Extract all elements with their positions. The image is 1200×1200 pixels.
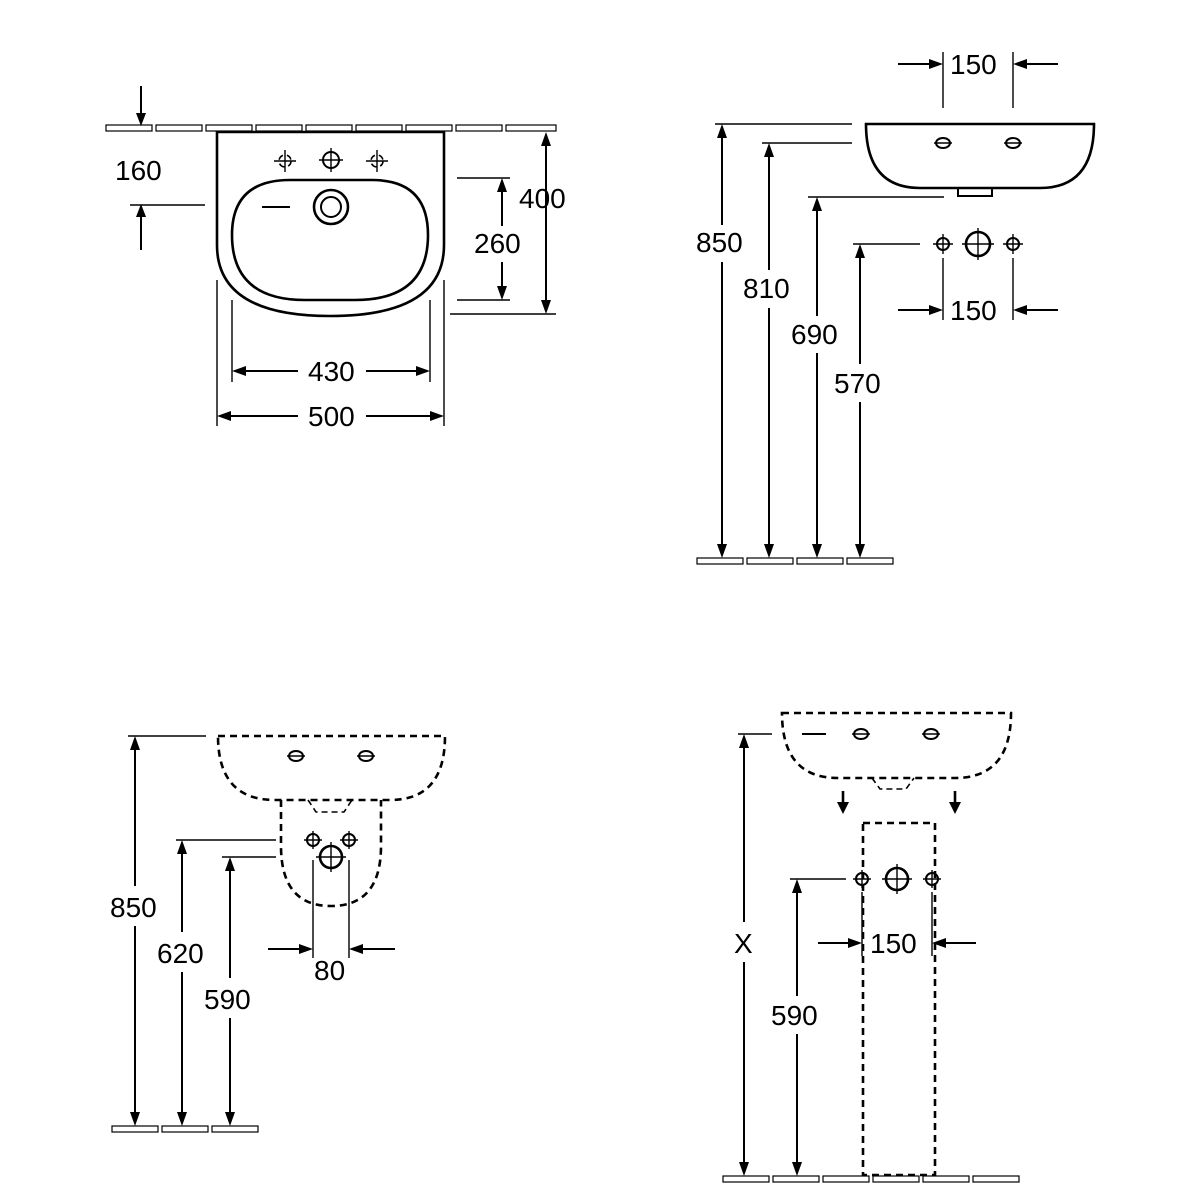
label-260: 260 (474, 228, 521, 259)
waste-icon (882, 864, 912, 894)
wall-tiles-top-view (105, 124, 557, 132)
dimension-590: 590 (204, 856, 276, 1126)
bowl-outline (230, 178, 430, 302)
drain-outlet-dashed (871, 777, 915, 790)
dimension-260: 260 (457, 177, 521, 301)
label-430: 430 (308, 356, 355, 387)
supply-left-icon (304, 831, 322, 849)
semi-pedestal-view: 80 850 620 590 (110, 734, 447, 1133)
basin-outline-dashed (216, 734, 447, 802)
label-570: 570 (834, 368, 881, 399)
label-500: 500 (308, 401, 355, 432)
label-810: 810 (743, 273, 790, 304)
drain-icon (262, 188, 350, 226)
basin-outline-dashed (780, 711, 1013, 780)
label-850: 850 (696, 227, 743, 258)
tap-hole-right-icon (922, 728, 940, 740)
drain-outlet-dashed (307, 799, 353, 813)
dimension-590: 590 (771, 878, 846, 1176)
tap-hole-left-icon (274, 150, 296, 172)
tap-hole-left-icon (852, 728, 870, 740)
arrow-down-left-icon (837, 791, 849, 814)
label-850: 850 (110, 892, 157, 923)
tap-hole-right-icon (1004, 137, 1022, 149)
floor-tiles-pedestal (722, 1175, 1020, 1183)
semi-pedestal-outline-dashed (279, 800, 383, 908)
label-150-top: 150 (950, 49, 997, 80)
label-80: 80 (314, 955, 345, 986)
trap-stub (957, 188, 993, 197)
label-590: 590 (204, 984, 251, 1015)
label-400: 400 (519, 183, 566, 214)
dimension-620: 620 (157, 839, 276, 1126)
label-160: 160 (115, 155, 162, 186)
supply-left-icon (933, 234, 953, 254)
label-150-bottom: 150 (950, 295, 997, 326)
dimension-500: 500 (216, 280, 445, 432)
label-690: 690 (791, 319, 838, 350)
tap-hole-left-icon (934, 137, 952, 149)
dimension-690: 690 (791, 196, 944, 558)
label-590: 590 (771, 1000, 818, 1031)
label-150: 150 (870, 928, 917, 959)
tap-hole-right-icon (357, 750, 375, 762)
dimension-80: 80 (268, 860, 395, 986)
pedestal-view: 150 X 590 (722, 711, 1020, 1183)
tap-hole-center-icon (319, 148, 343, 172)
waste-icon (962, 228, 994, 260)
dimension-850: 850 (110, 735, 206, 1126)
supply-left-icon (853, 870, 871, 888)
label-620: 620 (157, 938, 204, 969)
dimension-570: 570 (834, 243, 920, 558)
dimension-x: X (734, 733, 772, 1176)
dimension-160: 160 (115, 86, 205, 250)
basin-front-outline (864, 122, 1096, 190)
waste-icon (316, 842, 346, 872)
dimension-150: 150 (818, 892, 976, 959)
dimension-150-top: 150 (898, 49, 1058, 108)
floor-tiles-semi-pedestal (111, 1125, 259, 1133)
dimension-400: 400 (450, 132, 566, 315)
dimension-150-bottom: 150 (898, 258, 1058, 326)
supply-right-icon (923, 870, 941, 888)
tap-hole-left-icon (287, 750, 305, 762)
dimension-430: 430 (231, 300, 431, 387)
basin-outline (215, 130, 446, 318)
supply-right-icon (340, 831, 358, 849)
side-view: 150 150 (696, 49, 1096, 565)
tap-hole-right-icon (366, 150, 388, 172)
supply-right-icon (1003, 234, 1023, 254)
floor-tiles-side-view (696, 557, 894, 565)
arrow-down-right-icon (949, 791, 961, 814)
dimension-850: 850 (696, 123, 852, 558)
top-view: 160 400 260 430 (105, 86, 566, 432)
label-x: X (734, 928, 753, 959)
dimension-810: 810 (743, 142, 852, 558)
pedestal-outline-dashed (861, 821, 937, 1177)
